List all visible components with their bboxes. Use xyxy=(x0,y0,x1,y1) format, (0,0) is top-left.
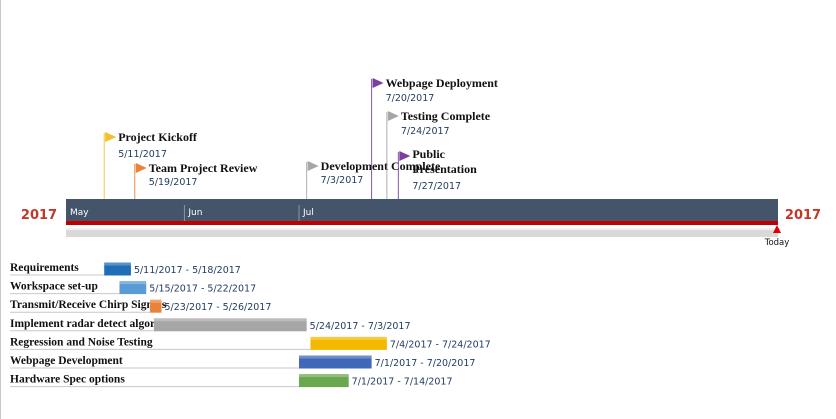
milestone-title: Team Project Review xyxy=(149,161,258,175)
task-name: Hardware Spec options xyxy=(10,374,125,386)
task-date-range: 5/23/2017 - 5/26/2017 xyxy=(165,302,272,313)
milestone-flag-icon xyxy=(387,111,399,121)
timeline-shadow-highlight xyxy=(66,228,778,230)
task-bar-highlight xyxy=(119,281,147,285)
milestone-flag-icon xyxy=(135,163,147,173)
timeline-progress-line xyxy=(66,221,778,225)
task-bar xyxy=(153,318,307,332)
timeline-shadow-bar xyxy=(66,228,778,237)
milestone-date: 5/19/2017 xyxy=(149,177,198,188)
year-label-right: 2017 xyxy=(785,208,821,223)
milestone-date: 7/27/2017 xyxy=(412,181,461,192)
task-bar-highlight xyxy=(153,318,307,322)
milestone-date: 7/24/2017 xyxy=(401,126,450,137)
milestone-title-line: Public xyxy=(412,147,445,161)
task-date-range: 7/1/2017 - 7/14/2017 xyxy=(352,377,453,388)
milestone-flag-icon xyxy=(372,78,384,88)
task-date-range: 5/15/2017 - 5/22/2017 xyxy=(149,284,256,295)
month-label-jul: Jul xyxy=(302,208,314,218)
task-bar xyxy=(104,262,131,276)
task-date-range: 7/4/2017 - 7/24/2017 xyxy=(390,339,491,350)
task-name: Regression and Noise Testing xyxy=(10,336,153,348)
month-label-jun: Jun xyxy=(187,208,202,218)
left-border-line xyxy=(0,0,1,419)
task-bar xyxy=(119,281,147,295)
task-name: Transmit/Receive Chirp Signals xyxy=(10,299,167,311)
milestone-flag-icon xyxy=(307,161,319,171)
today-marker xyxy=(773,225,781,233)
task-bar-highlight xyxy=(299,355,372,359)
task-date-range: 5/24/2017 - 7/3/2017 xyxy=(310,321,411,332)
task-bar xyxy=(299,374,349,388)
milestone-flag-icon xyxy=(105,132,117,142)
task-bar xyxy=(310,336,387,350)
task-date-range: 7/1/2017 - 7/20/2017 xyxy=(375,358,476,369)
milestone-date: 7/20/2017 xyxy=(386,93,435,104)
today-label: Today xyxy=(764,238,790,248)
month-label-may: May xyxy=(70,208,89,218)
milestone-title-line: Presentation xyxy=(412,162,477,176)
milestone-title: Project Kickoff xyxy=(118,130,198,144)
task-name: Workspace set-up xyxy=(10,281,98,293)
milestone-title: Testing Complete xyxy=(401,109,491,123)
task-bar-highlight xyxy=(150,299,162,303)
milestone-flag-icon xyxy=(399,151,411,161)
milestone-title: Webpage Deployment xyxy=(386,76,498,90)
milestone-date: 7/3/2017 xyxy=(321,175,364,186)
task-bar-highlight xyxy=(104,262,131,266)
task-name: Requirements xyxy=(10,262,79,274)
year-label-left: 2017 xyxy=(21,208,57,223)
task-name: Implement radar detect algorithm xyxy=(10,318,179,330)
task-name: Webpage Development xyxy=(10,355,123,367)
task-bar xyxy=(299,355,372,369)
timeline-band xyxy=(66,199,778,221)
milestone-date: 5/11/2017 xyxy=(118,149,167,160)
task-bar-highlight xyxy=(299,374,349,378)
task-date-range: 5/11/2017 - 5/18/2017 xyxy=(134,265,241,276)
milestone-title: Development Complete xyxy=(321,159,441,173)
task-bar-highlight xyxy=(310,336,387,340)
task-bar xyxy=(150,299,162,313)
